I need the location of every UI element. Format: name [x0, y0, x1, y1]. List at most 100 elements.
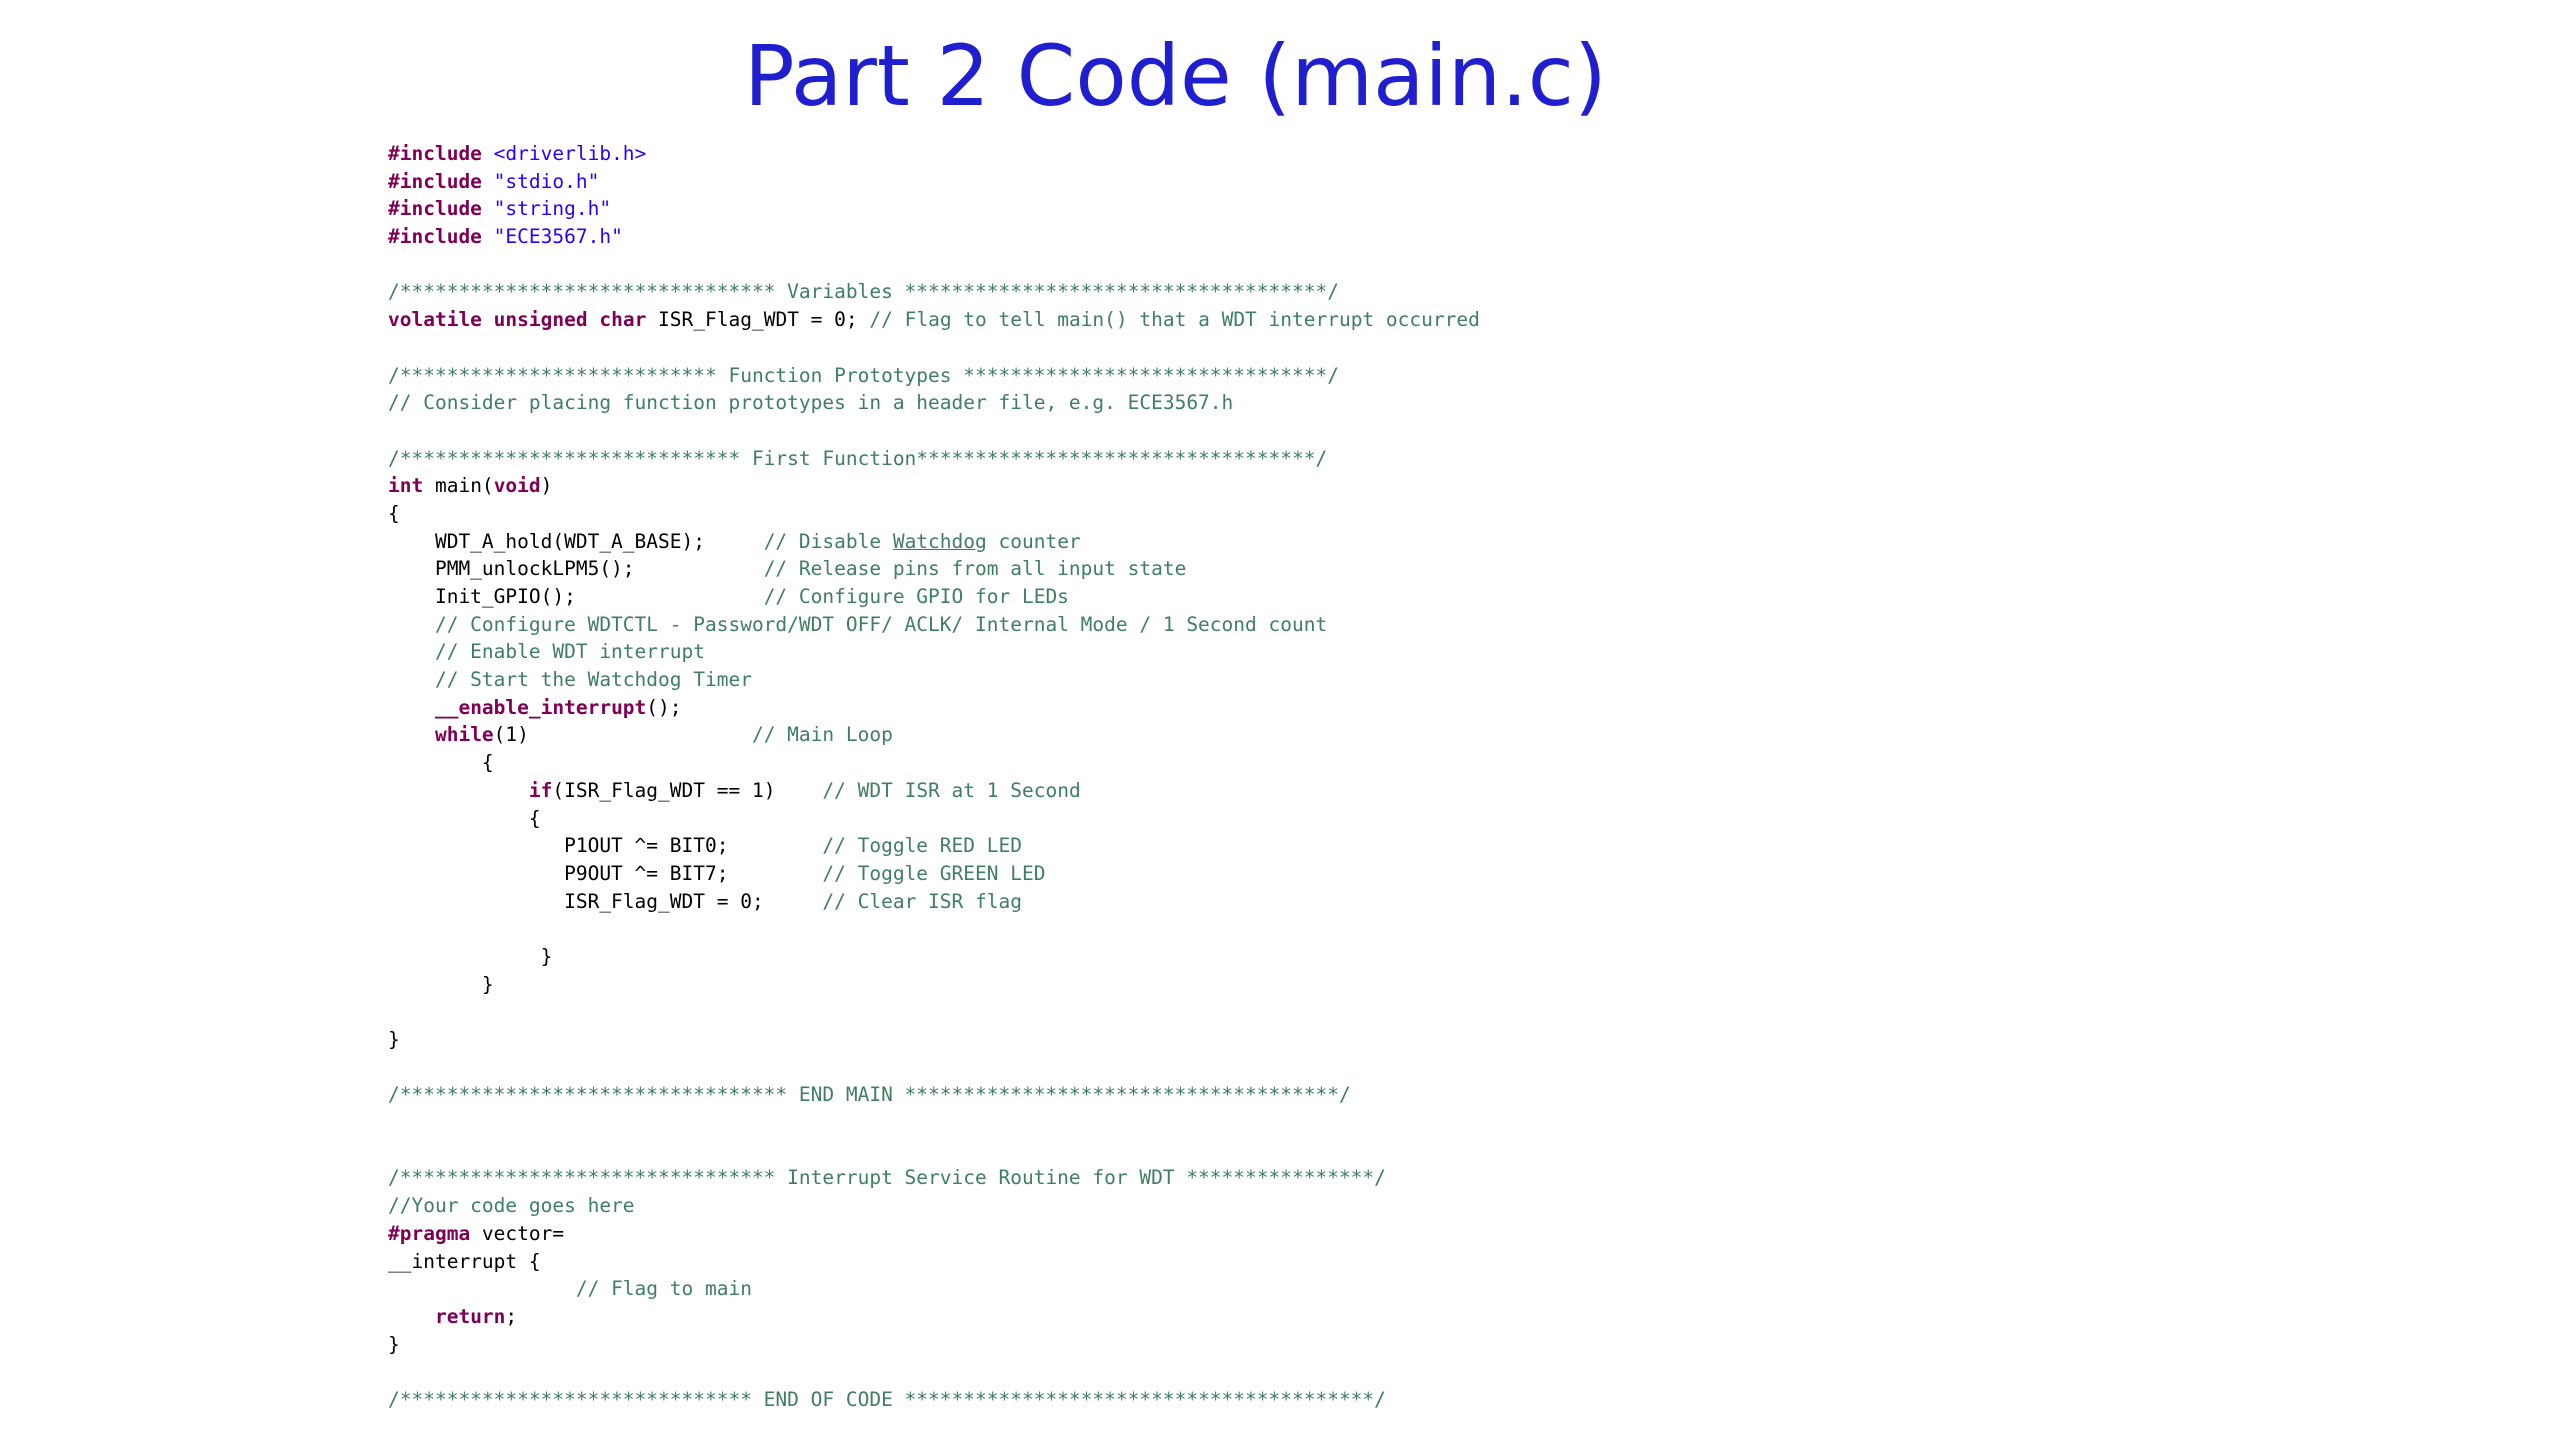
code-token: "string.h" — [493, 197, 612, 221]
code-line: /******************************** Variab… — [388, 278, 1480, 306]
code-token: ISR_Flag_WDT = 0; — [388, 889, 823, 913]
code-token: main( — [423, 474, 494, 498]
code-line: // Enable WDT interrupt — [388, 638, 1480, 666]
code-token: volatile — [388, 308, 482, 332]
code-line: PMM_unlockLPM5(); // Release pins from a… — [388, 555, 1480, 583]
code-token — [388, 1277, 576, 1300]
code-token — [482, 225, 494, 248]
code-line — [388, 251, 1480, 279]
code-token: WDT_A_hold(WDT_A_BASE); — [388, 529, 764, 553]
code-line: Init_GPIO(); // Configure GPIO for LEDs — [388, 583, 1480, 611]
code-token: (1) — [493, 723, 752, 747]
code-token — [482, 170, 494, 193]
code-token: { — [388, 751, 494, 775]
code-token — [388, 779, 529, 802]
code-token: "stdio.h" — [493, 169, 600, 193]
code-line: } — [388, 1026, 1480, 1054]
code-line — [388, 915, 1480, 943]
code-line: /****************************** END OF C… — [388, 1386, 1480, 1414]
code-token — [482, 142, 494, 165]
code-block: #include <driverlib.h>#include "stdio.h"… — [388, 140, 1480, 1414]
code-token — [482, 197, 494, 220]
code-token: // Disable — [763, 529, 893, 553]
code-token: #include — [388, 142, 482, 165]
code-token: "ECE3567.h" — [493, 225, 623, 249]
code-line: WDT_A_hold(WDT_A_BASE); // Disable Watch… — [388, 528, 1480, 556]
code-line: // Flag to main — [388, 1275, 1480, 1303]
code-line — [388, 1358, 1480, 1386]
code-line: // Start the Watchdog Timer — [388, 666, 1480, 694]
code-token: // Start the Watchdog Timer — [388, 668, 752, 692]
code-line: #include <driverlib.h> — [388, 140, 1480, 168]
code-token: /******************************** Interr… — [388, 1166, 1386, 1190]
code-token: // Main Loop — [751, 723, 893, 747]
code-token: // Clear ISR flag — [822, 889, 1022, 913]
code-line: return; — [388, 1303, 1480, 1331]
code-line: int main(void) — [388, 472, 1480, 500]
code-line: { — [388, 500, 1480, 528]
code-token: /******************************** Variab… — [388, 280, 1339, 304]
code-token: } — [388, 1332, 400, 1356]
code-token: // Enable WDT interrupt — [388, 640, 705, 664]
code-token: #include — [388, 169, 482, 193]
code-token: // Toggle GREEN LED — [822, 861, 1046, 885]
code-token: //Your code goes here — [388, 1194, 635, 1218]
code-line: volatile unsigned char ISR_Flag_WDT = 0;… — [388, 306, 1480, 334]
code-token: } — [388, 1028, 400, 1051]
code-token: void — [493, 474, 541, 498]
code-line: } — [388, 1331, 1480, 1359]
code-token: vector= — [470, 1221, 565, 1245]
code-token: #include — [388, 225, 482, 249]
code-token: return — [434, 1304, 506, 1328]
code-token: // Flag to main — [575, 1277, 752, 1301]
code-token: ) — [540, 474, 553, 498]
code-line — [388, 1137, 1480, 1165]
code-token: if — [528, 778, 553, 802]
code-token — [388, 696, 435, 719]
code-token: // Configure WDTCTL - Password/WDT OFF/ … — [388, 612, 1328, 636]
code-line: ISR_Flag_WDT = 0; // Clear ISR flag — [388, 888, 1480, 916]
code-token: } — [388, 944, 553, 968]
code-token: Watchdog — [892, 529, 987, 553]
code-token: } — [388, 972, 494, 996]
code-token: // Consider placing function prototypes … — [388, 391, 1234, 415]
code-line: #include "string.h" — [388, 195, 1480, 223]
code-token: { — [388, 806, 541, 830]
code-token: ISR_Flag_WDT = 0; — [646, 308, 870, 332]
code-line — [388, 1109, 1480, 1137]
code-token: __interrupt { — [388, 1249, 541, 1273]
code-line: #include "stdio.h" — [388, 168, 1480, 196]
code-token: // Configure GPIO for LEDs — [763, 585, 1069, 608]
code-token: counter — [986, 529, 1081, 553]
code-line: /********************************* END M… — [388, 1081, 1480, 1109]
code-token: /*************************** Function Pr… — [388, 363, 1339, 387]
code-token: (); — [646, 695, 682, 719]
code-line: /*************************** Function Pr… — [388, 362, 1480, 390]
code-token: // Flag to tell main() that a WDT interr… — [869, 308, 1480, 332]
code-line: if(ISR_Flag_WDT == 1) // WDT ISR at 1 Se… — [388, 777, 1480, 805]
code-line: { — [388, 749, 1480, 777]
code-token: /********************************* END M… — [388, 1083, 1351, 1107]
code-token: (ISR_Flag_WDT == 1) — [552, 778, 823, 802]
code-line — [388, 1054, 1480, 1082]
code-token: ; — [505, 1304, 518, 1328]
code-token — [388, 723, 435, 746]
code-token — [588, 308, 600, 331]
code-token: int — [388, 474, 424, 498]
code-token: // Toggle RED LED — [822, 834, 1022, 858]
code-line: /***************************** First Fun… — [388, 445, 1480, 473]
code-line: P1OUT ^= BIT0; // Toggle RED LED — [388, 832, 1480, 860]
code-token: #pragma — [388, 1221, 471, 1245]
code-token — [482, 308, 494, 331]
code-token: Init_GPIO(); — [388, 585, 764, 608]
code-token: while — [434, 723, 494, 747]
code-token: <driverlib.h> — [493, 142, 647, 165]
code-line: } — [388, 943, 1480, 971]
code-token: { — [388, 501, 400, 525]
code-line: __enable_interrupt(); — [388, 694, 1480, 722]
code-token: P9OUT ^= BIT7; — [388, 861, 823, 885]
code-token: /****************************** END OF C… — [388, 1387, 1386, 1411]
code-line: { — [388, 805, 1480, 833]
code-token: P1OUT ^= BIT0; — [388, 834, 823, 858]
